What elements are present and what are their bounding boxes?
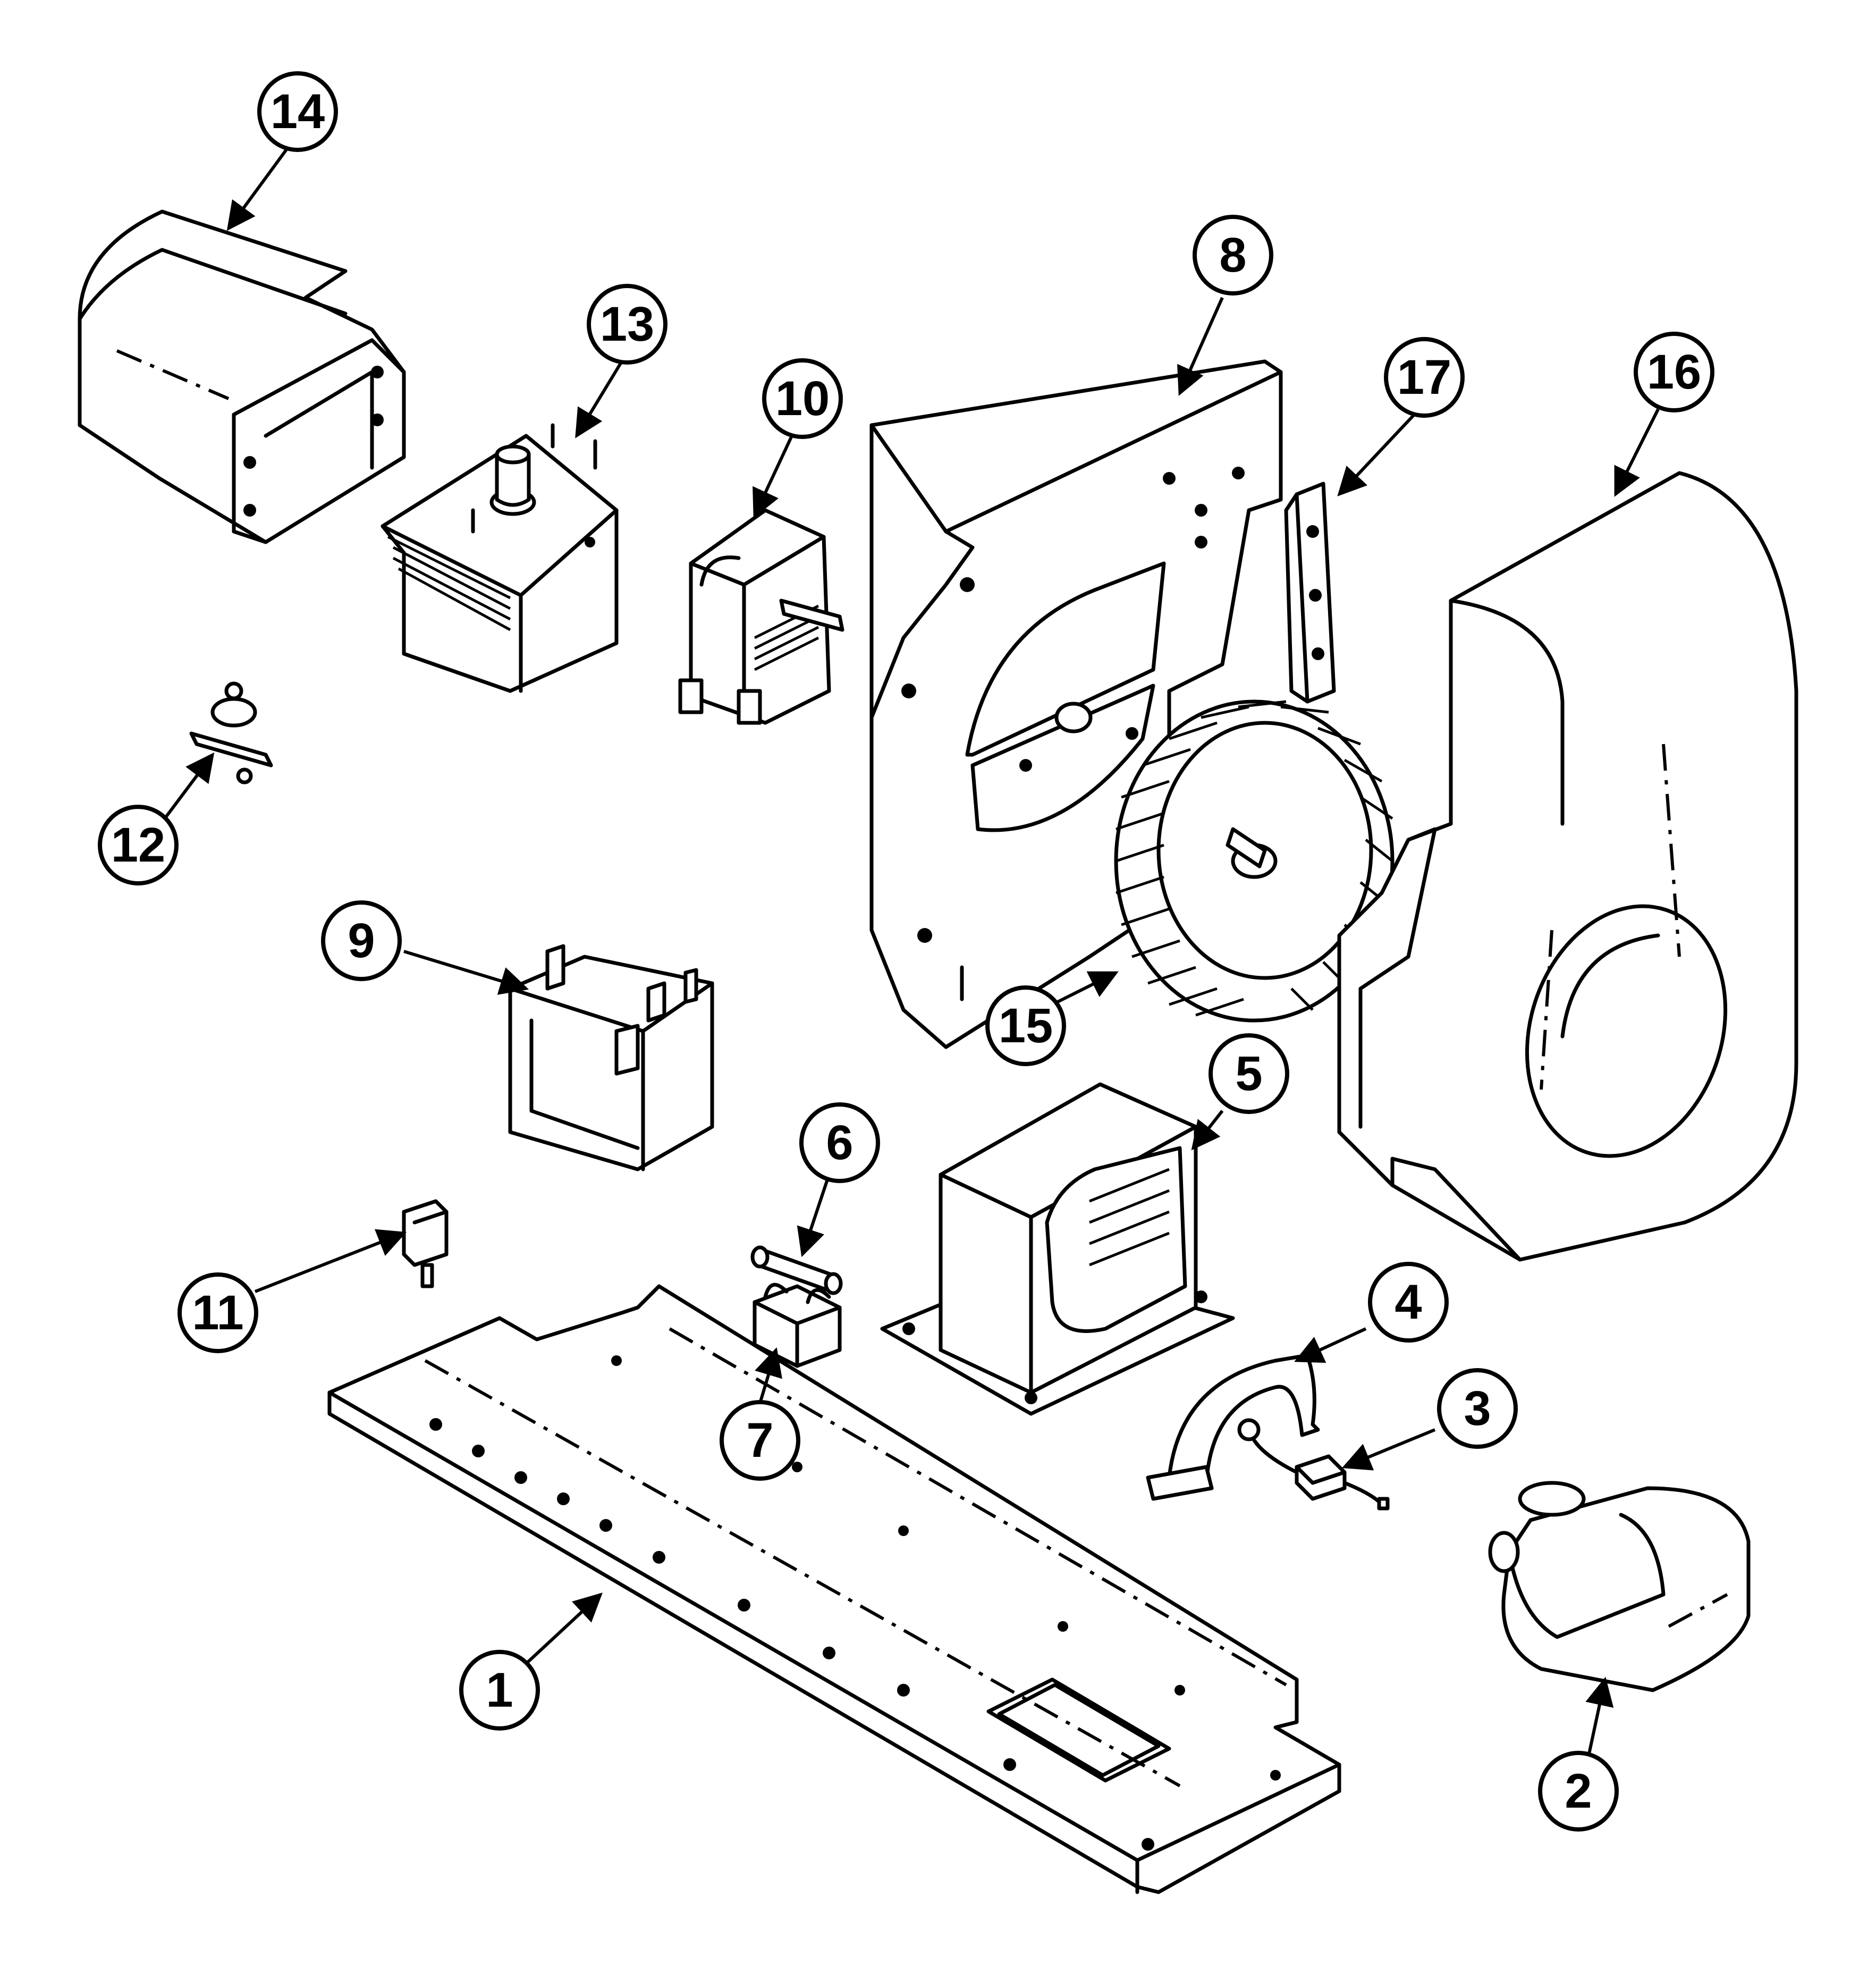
callout-15-label: 15 <box>999 999 1053 1053</box>
callout-2: 2 <box>1538 1751 1619 1832</box>
part-16-blower-housing <box>1337 471 1798 1262</box>
callout-9: 9 <box>321 900 402 981</box>
leader-7 <box>755 1347 782 1404</box>
part-15-fan-blade <box>1114 699 1395 1023</box>
part-14-air-guide <box>78 209 406 544</box>
leader-2 <box>1585 1676 1614 1754</box>
callout-16: 16 <box>1634 332 1714 412</box>
leader-9 <box>403 950 529 995</box>
callout-4: 4 <box>1368 1262 1449 1343</box>
callout-11: 11 <box>178 1272 258 1353</box>
part-11-switch <box>402 1199 449 1288</box>
part-3-diode <box>1252 1438 1390 1511</box>
callout-12: 12 <box>98 805 179 885</box>
leader-17 <box>1337 402 1426 496</box>
callout-1: 1 <box>459 1650 540 1731</box>
callout-13-label: 13 <box>600 297 654 351</box>
leader-14 <box>226 148 289 231</box>
callout-9-label: 9 <box>348 914 375 968</box>
callout-10-label: 10 <box>775 372 830 426</box>
part-9-relay <box>508 944 714 1171</box>
leader-1 <box>525 1592 603 1665</box>
leader-13 <box>575 360 623 438</box>
part-13-magnetron <box>381 423 619 693</box>
callout-7-label: 7 <box>746 1413 773 1467</box>
leader-12 <box>163 752 215 820</box>
part-2-capacitor <box>1488 1481 1751 1692</box>
callout-5: 5 <box>1209 1033 1289 1114</box>
part-4-clamp <box>1146 1353 1320 1501</box>
leader-11 <box>254 1229 407 1293</box>
callout-17-label: 17 <box>1397 350 1451 404</box>
callout-12-label: 12 <box>111 818 165 872</box>
leader-10 <box>753 435 793 518</box>
leader-15 <box>1051 971 1119 1006</box>
callout-11-label: 11 <box>192 1286 243 1340</box>
callout-10: 10 <box>762 358 843 439</box>
callout-14-label: 14 <box>271 85 325 139</box>
callout-5-label: 5 <box>1235 1047 1262 1101</box>
part-5-transformer <box>880 1082 1235 1416</box>
callout-7: 7 <box>720 1400 800 1481</box>
callout-3-label: 3 <box>1464 1381 1491 1436</box>
callout-6: 6 <box>799 1102 880 1183</box>
callout-13: 13 <box>587 284 667 365</box>
callout-17: 17 <box>1384 337 1465 418</box>
callout-15: 15 <box>985 985 1066 1066</box>
part-12-thermal-cutout <box>189 681 273 784</box>
leader-lines <box>163 148 1660 1754</box>
callout-3: 3 <box>1437 1368 1518 1449</box>
callout-6-label: 6 <box>826 1116 853 1170</box>
leader-4 <box>1294 1327 1367 1363</box>
callout-8-label: 8 <box>1219 228 1246 282</box>
callout-8: 8 <box>1193 215 1273 296</box>
callout-2-label: 2 <box>1565 1764 1592 1818</box>
leader-3 <box>1342 1428 1436 1471</box>
part-8-fan-bracket <box>869 359 1283 1049</box>
callout-16-label: 16 <box>1647 345 1701 399</box>
leader-16 <box>1614 408 1660 497</box>
part-17-bracket <box>1284 482 1336 704</box>
callout-4-label: 4 <box>1395 1275 1422 1329</box>
callout-14: 14 <box>257 71 338 152</box>
part-6-fuse <box>750 1245 843 1295</box>
leader-8 <box>1177 297 1224 396</box>
part-1-base-plate <box>327 1284 1341 1894</box>
part-10-fan-motor <box>678 508 844 725</box>
leader-6 <box>797 1174 831 1258</box>
callout-1-label: 1 <box>486 1663 513 1717</box>
leader-5 <box>1191 1110 1224 1151</box>
